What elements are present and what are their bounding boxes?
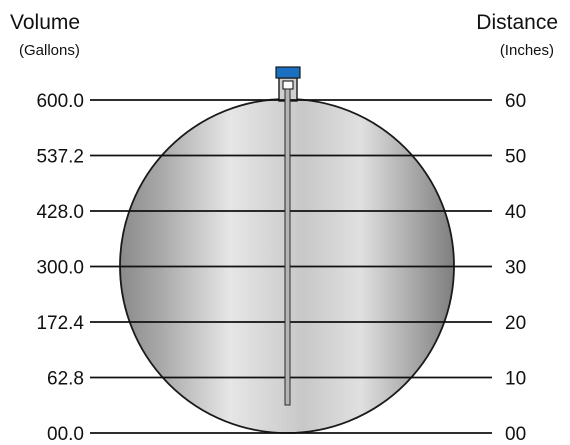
distance-label: 10 [505, 369, 526, 390]
volume-label: 62.8 [47, 369, 84, 390]
distance-axis-unit: (Inches) [499, 42, 554, 59]
distance-axis-title: Distance [476, 11, 558, 34]
volume-label: 00.0 [47, 424, 84, 445]
distance-label: 40 [505, 202, 526, 223]
distance-label: 50 [505, 147, 526, 168]
level-lines: 600.0 60 537.2 50 428.0 40 300.0 30 172.4 20 62.8 1… [36, 91, 526, 445]
volume-label: 428.0 [36, 202, 84, 223]
dipstick-rod [284, 88, 291, 406]
volume-label: 537.2 [36, 147, 84, 168]
distance-label: 30 [505, 258, 526, 279]
probe-fitting [282, 80, 294, 90]
distance-label: 00 [505, 424, 526, 445]
volume-axis-unit: (Gallons) [19, 42, 80, 59]
volume-axis-title: Volume [10, 11, 81, 34]
volume-label: 300.0 [36, 258, 84, 279]
tank-cap [275, 66, 301, 79]
volume-label: 172.4 [36, 313, 84, 334]
distance-label: 60 [505, 91, 526, 112]
volume-label: 600.0 [36, 91, 84, 112]
distance-label: 20 [505, 313, 526, 334]
